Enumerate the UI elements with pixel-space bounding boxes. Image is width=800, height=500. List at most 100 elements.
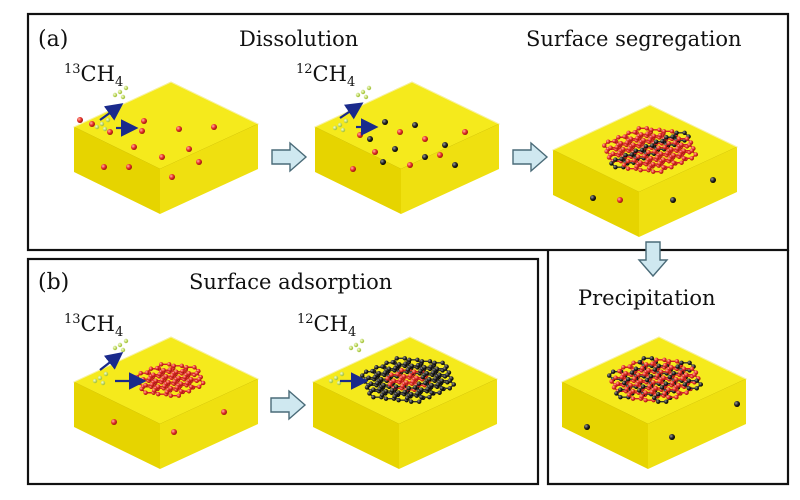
carbon13-atom xyxy=(646,368,651,373)
carbon12-atom xyxy=(654,139,659,144)
carbon12-atom xyxy=(405,395,410,401)
carbon12-atom xyxy=(418,368,423,374)
carbon13-atom xyxy=(642,371,647,377)
carbon13-atom xyxy=(681,366,687,371)
carbon13-atom xyxy=(628,136,634,141)
carbon13-atom xyxy=(654,357,659,363)
carbon13-atom xyxy=(197,384,202,389)
carbon12-atom xyxy=(409,399,414,404)
carbon12-atom xyxy=(656,363,661,368)
carbon13-atom xyxy=(159,154,165,160)
carbon13-atom xyxy=(659,369,664,374)
carbon13-atom xyxy=(639,394,644,399)
hydrogen-atom xyxy=(123,338,129,344)
carbon13-atom xyxy=(657,127,662,133)
carbon13-atom xyxy=(615,381,621,386)
carbon13-atom xyxy=(657,161,662,166)
carbon12-atom xyxy=(380,364,385,369)
carbon12-atom xyxy=(406,385,411,391)
carbon13-atom xyxy=(614,144,619,150)
carbon12-atom xyxy=(372,374,377,380)
carbon12-atom xyxy=(397,362,402,367)
carbon12-atom xyxy=(403,361,408,366)
carbon13-atom xyxy=(624,386,629,392)
carbon12-atom xyxy=(419,387,424,392)
carbon13-atom xyxy=(357,132,363,138)
carbon12-atom xyxy=(368,381,374,386)
carbon13-atom xyxy=(162,383,167,389)
carbon12-atom xyxy=(384,360,389,365)
carbon13-atom xyxy=(684,390,689,395)
substrate-back-edge xyxy=(312,336,498,383)
carbon13-atom xyxy=(414,375,419,380)
carbon13-atom xyxy=(167,362,172,367)
carbon12-atom xyxy=(409,363,414,368)
carbon13-atom xyxy=(163,373,169,379)
carbon12-atom xyxy=(623,152,628,158)
carbon12-atom xyxy=(396,397,401,403)
carbon12-atom xyxy=(698,382,703,387)
carbon13-atom xyxy=(661,165,666,170)
carbon13-atom xyxy=(684,372,689,377)
step-precipitation-label: Precipitation xyxy=(578,286,716,310)
substrate-left-face xyxy=(553,150,639,237)
carbon13-atom xyxy=(681,156,686,161)
flow-pointer-arrow xyxy=(99,103,124,121)
carbon13-atom xyxy=(679,142,684,147)
carbon13-atom xyxy=(179,363,184,368)
methane-c12-label-b: 12CH4 xyxy=(297,312,357,341)
carbon12-atom xyxy=(633,366,639,371)
carbon12-atom xyxy=(412,385,418,390)
carbon13-atom xyxy=(612,138,617,144)
carbon13-atom xyxy=(144,370,150,375)
carbon13-atom xyxy=(141,118,147,124)
carbon13-atom xyxy=(606,155,612,160)
carbon13-atom xyxy=(404,379,409,385)
carbon12-atom xyxy=(650,143,655,148)
carbon13-atom xyxy=(669,165,674,170)
carbon13-atom xyxy=(630,388,636,394)
carbon12-atom xyxy=(376,371,381,376)
hydrogen-atom xyxy=(120,347,126,353)
carbon13-atom xyxy=(661,375,666,380)
hydrogen-atom xyxy=(360,89,366,95)
hydrogen-atom xyxy=(112,92,118,98)
carbon13-atom xyxy=(180,368,185,374)
hydrogen-atom xyxy=(92,378,98,384)
carbon12-atom xyxy=(377,386,382,392)
carbon13-atom xyxy=(153,378,158,383)
carbon13-atom xyxy=(350,166,356,172)
carbon13-atom xyxy=(632,158,637,163)
carbon13-atom xyxy=(148,366,154,371)
carbon12-atom xyxy=(429,390,434,395)
carbon13-atom xyxy=(167,367,172,372)
methane-c13-label-b: 13CH4 xyxy=(64,312,124,341)
carbon13-atom xyxy=(189,376,194,382)
carbon12-atom xyxy=(423,380,428,386)
carbon13-atom xyxy=(621,146,626,152)
carbon13-atom xyxy=(651,161,656,167)
carbon13-atom xyxy=(618,141,623,146)
carbon12-atom xyxy=(375,380,380,386)
carbon12-atom xyxy=(419,359,425,364)
carbon12-atom xyxy=(424,371,429,376)
carbon13-atom xyxy=(622,134,627,139)
carbon12-atom xyxy=(382,370,388,375)
carbon13-atom xyxy=(638,160,643,165)
carbon12-atom xyxy=(415,357,420,363)
carbon13-atom xyxy=(609,379,614,384)
carbon13-atom xyxy=(156,392,161,397)
carbon12-atom xyxy=(435,382,440,387)
carbon12-atom xyxy=(394,384,399,389)
carbon12-atom xyxy=(652,395,657,401)
carbon13-atom xyxy=(640,365,645,371)
carbon13-atom xyxy=(141,376,146,382)
carbon13-atom xyxy=(675,146,680,151)
substrate-right-face xyxy=(160,124,258,214)
carbon13-atom xyxy=(634,164,639,169)
hydrogen-atom xyxy=(117,342,123,348)
carbon13-atom xyxy=(372,149,378,155)
carbon12-atom xyxy=(427,376,432,382)
carbon13-atom xyxy=(653,385,658,391)
carbon13-atom xyxy=(211,124,217,130)
